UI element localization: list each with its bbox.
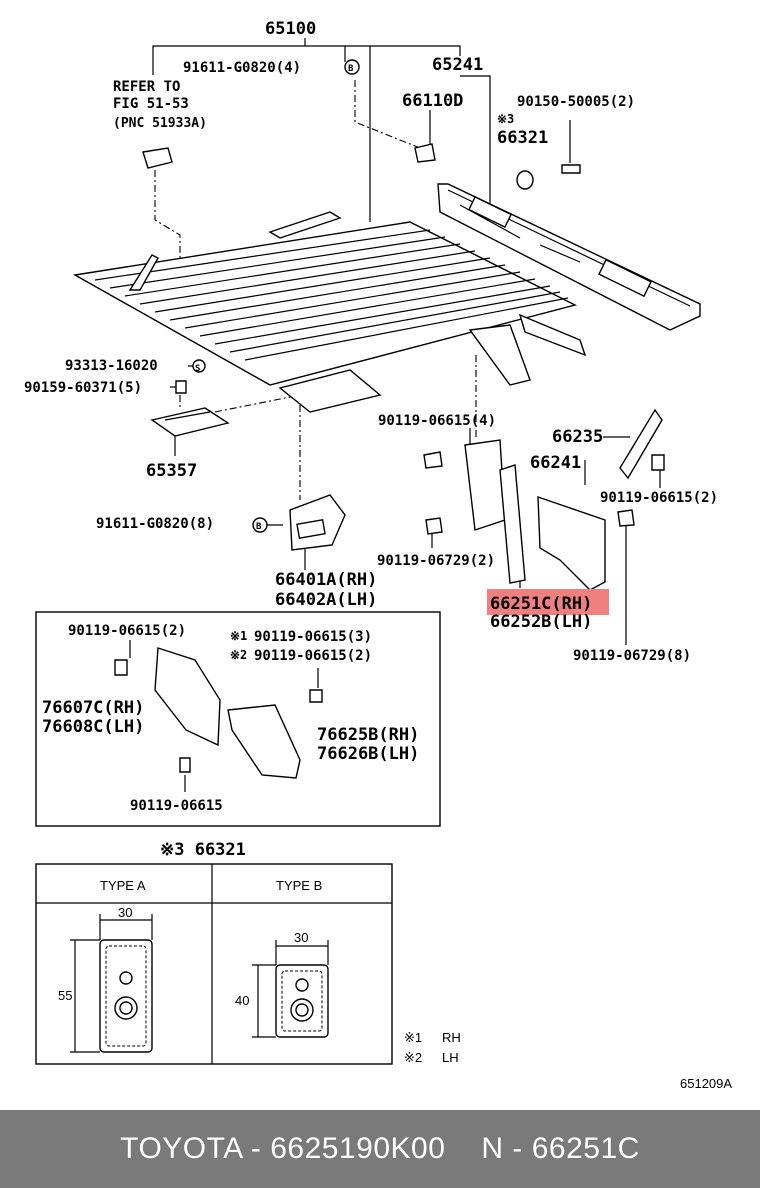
label-76626b[interactable]: 76626B(LH) <box>317 744 419 764</box>
label-66402a[interactable]: 66402A(LH) <box>275 590 377 610</box>
footer-text: TOYOTA - 6625190K00 N - 66251C <box>120 1132 640 1166</box>
legend1-text: RH <box>442 1030 461 1045</box>
leader-lines <box>152 38 661 645</box>
label-66252b[interactable]: 66252B(LH) <box>490 612 592 632</box>
table-title: ※3 66321 <box>160 840 246 860</box>
footer-pnc: N - 66251C <box>481 1132 640 1165</box>
label-93313-16020[interactable]: 93313-16020 <box>65 358 158 374</box>
label-refer-to: REFER TO <box>113 79 180 95</box>
label-65357[interactable]: 65357 <box>146 461 197 481</box>
label-90159-60371[interactable]: 90159-60371(5) <box>24 380 142 396</box>
part-66401a <box>289 494 346 551</box>
inset-mark1: ※1 <box>230 629 247 643</box>
type-table <box>35 863 393 1065</box>
dim-b-height: 40 <box>235 993 249 1008</box>
svg-text:S: S <box>195 364 200 374</box>
label-76625b[interactable]: 76625B(RH) <box>317 725 419 745</box>
hardware-bolts: S B B <box>142 59 665 535</box>
rear-frame-rail <box>437 183 701 331</box>
label-66321[interactable]: 66321 <box>497 128 548 148</box>
figure-code: 651209A <box>680 1076 732 1091</box>
parts-diagram: S B B <box>24 19 732 1091</box>
label-66251c[interactable]: 66251C(RH) <box>490 594 592 614</box>
legend1-mark: ※1 <box>404 1030 422 1045</box>
label-90119-06615-4[interactable]: 90119-06615(4) <box>378 413 496 429</box>
label-90119-06729-2[interactable]: 90119-06729(2) <box>377 553 495 569</box>
label-90119-06729-8[interactable]: 90119-06729(8) <box>573 648 691 664</box>
dim-b-width: 30 <box>294 930 308 945</box>
label-fig[interactable]: FIG 51-53 <box>113 96 189 112</box>
type-b-header: TYPE B <box>276 878 322 893</box>
type-a-header: TYPE A <box>100 878 146 893</box>
svg-text:B: B <box>348 64 354 74</box>
part-65357 <box>150 407 230 437</box>
label-90119-06615-2[interactable]: 90119-06615(2) <box>600 490 718 506</box>
svg-text:B: B <box>256 522 262 532</box>
label-pnc: (PNC 51933A) <box>113 116 207 131</box>
inset-label-90119-06615-2b[interactable]: 90119-06615(2) <box>254 648 372 664</box>
label-66235[interactable]: 66235 <box>552 427 603 447</box>
mud-guard-assembly <box>464 408 663 591</box>
label-91611-g0820-8[interactable]: 91611-G0820(8) <box>96 516 214 532</box>
inset-label-90119-06615-2[interactable]: 90119-06615(2) <box>68 623 186 639</box>
inset-label-90119-06615[interactable]: 90119-06615 <box>130 798 223 814</box>
dim-a-width: 30 <box>118 905 132 920</box>
label-76607c[interactable]: 76607C(RH) <box>42 698 144 718</box>
part-highlight <box>487 589 609 615</box>
label-66241[interactable]: 66241 <box>530 453 581 473</box>
label-mark3: ※3 <box>497 112 514 126</box>
footer-bar: TOYOTA - 6625190K00 N - 66251C <box>0 1110 760 1188</box>
dim-a-height: 55 <box>58 988 72 1003</box>
legend2-text: LH <box>442 1050 459 1065</box>
label-66110d[interactable]: 66110D <box>402 91 463 111</box>
bed-floor-panel <box>72 211 587 413</box>
label-76608c[interactable]: 76608C(LH) <box>42 717 144 737</box>
label-90150-50005[interactable]: 90150-50005(2) <box>517 94 635 110</box>
label-66401a[interactable]: 66401A(RH) <box>275 570 377 590</box>
label-65100[interactable]: 65100 <box>265 19 316 39</box>
label-65241[interactable]: 65241 <box>432 55 483 75</box>
part-labels: 65100 91611-G0820(4) REFER TO FIG 51-53 … <box>24 19 732 1091</box>
footer-brand-part-number: TOYOTA - 6625190K00 <box>120 1132 446 1165</box>
inset-label-90119-06615-3[interactable]: 90119-06615(3) <box>254 629 372 645</box>
inset-box-bracket <box>35 611 441 827</box>
legend2-mark: ※2 <box>404 1050 422 1065</box>
label-91611-g0820-4[interactable]: 91611-G0820(4) <box>183 60 301 76</box>
inset-mark2: ※2 <box>230 648 247 662</box>
